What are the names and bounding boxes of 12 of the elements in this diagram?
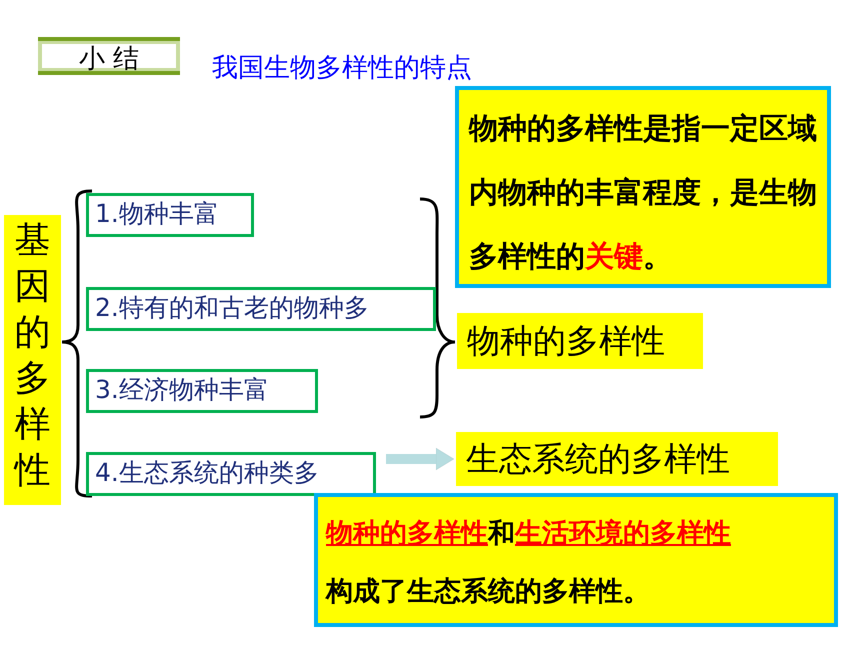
item-box: 1.物种丰富 [86, 193, 254, 237]
vertical-label-box: 基因的多样性 [4, 215, 61, 505]
note-box: 物种的多样性是指一定区域内物种的丰富程度，是生物多样性的关键。 [455, 86, 831, 288]
highlight-box: 物种的多样性 [457, 313, 703, 369]
highlight-box: 生态系统的多样性 [456, 432, 778, 486]
item-box: 3.经济物种丰富 [86, 369, 318, 413]
heading: 我国生物多样性的特点 [212, 52, 472, 85]
block-arrow [386, 448, 454, 470]
label-box: 小 结 [38, 37, 180, 75]
item-box: 2.特有的和古老的物种多 [86, 287, 436, 331]
note-box: 物种的多样性和生活环境的多样性 构成了生态系统的多样性。 [314, 493, 838, 627]
item-box: 4.生态系统的种类多 [86, 452, 376, 496]
